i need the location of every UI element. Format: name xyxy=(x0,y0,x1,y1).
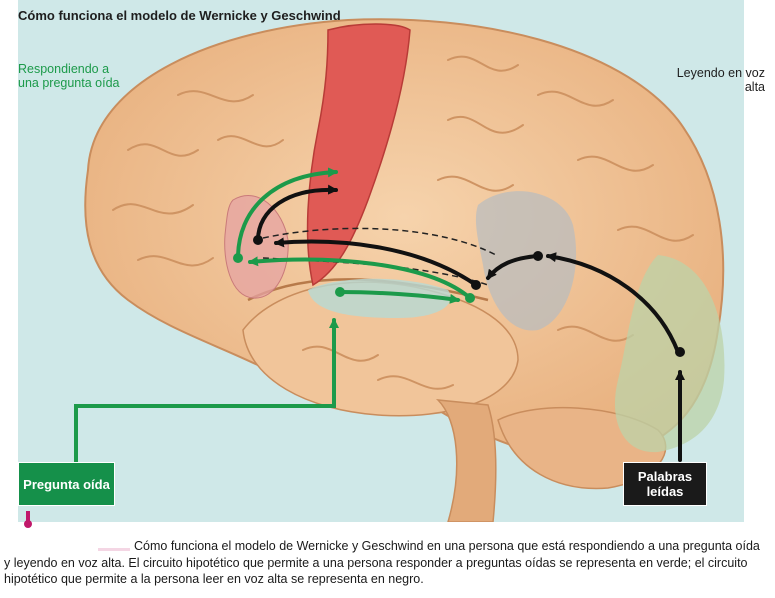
wernicke-area xyxy=(475,191,577,331)
black-arrow-angular-to-wernicke xyxy=(486,254,540,280)
black-pathway-label: Leyendo en voz alta xyxy=(676,66,765,94)
green-line-from-box xyxy=(74,318,339,464)
read-words-label: Palabras leídas xyxy=(637,469,693,499)
green-arrow-broca-to-motor xyxy=(236,167,338,260)
black-arrow-wernicke-to-broca xyxy=(274,237,478,287)
figure-title: Cómo funciona el modelo de Wernicke y Ge… xyxy=(18,8,341,23)
heard-question-box: Pregunta oída xyxy=(18,462,115,506)
green-pathway-label: Respondiendo a una pregunta oída xyxy=(18,62,120,90)
black-pathway xyxy=(256,184,685,462)
black-nodes xyxy=(253,235,685,357)
brain-figure xyxy=(18,0,744,522)
figure-caption: Cómo funciona el modelo de Wernicke y Ge… xyxy=(4,539,760,586)
black-arrow-broca-to-motor xyxy=(256,184,338,242)
gyri-folds xyxy=(112,55,694,390)
auditory-cortex xyxy=(308,278,451,318)
black-arrow-visual-to-angular xyxy=(546,252,680,354)
green-arrow-auditory-to-wernicke xyxy=(338,290,460,304)
read-words-box: Palabras leídas xyxy=(623,462,707,506)
visual-cortex xyxy=(614,255,725,453)
green-nodes xyxy=(233,253,475,303)
broca-area xyxy=(224,195,289,299)
green-pathway xyxy=(74,167,472,464)
motor-cortex xyxy=(306,23,411,287)
green-arrow-wernicke-to-broca xyxy=(248,256,472,300)
brain-illustration xyxy=(74,18,725,522)
brain-stem xyxy=(435,399,497,522)
pin-marker xyxy=(24,511,32,528)
heard-question-label: Pregunta oída xyxy=(23,476,110,492)
caption-highlight xyxy=(98,548,130,551)
